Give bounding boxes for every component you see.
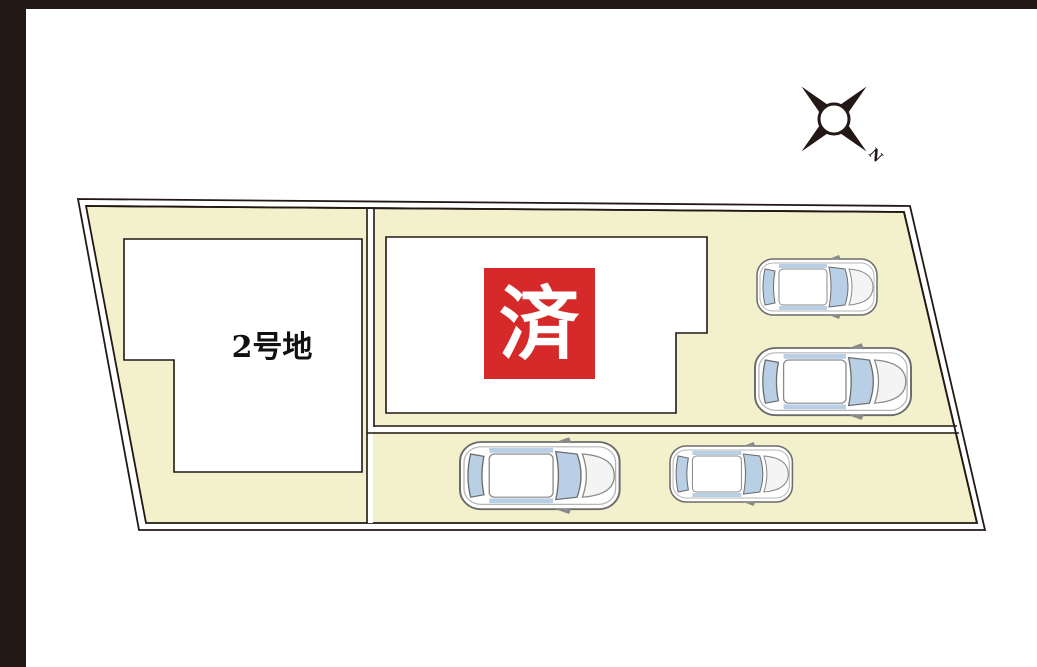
frame-top [0, 0, 1037, 9]
compass-rose-icon [801, 86, 867, 152]
sold-stamp [484, 268, 595, 379]
car-icon [754, 342, 912, 421]
compass-north-label: N [865, 146, 886, 167]
car-icon [459, 436, 621, 515]
car-icon [756, 254, 878, 320]
frame-left [0, 0, 26, 667]
lot-2-building [123, 238, 363, 473]
lot-2-label: 2号地 [232, 330, 313, 365]
sold-stamp-text: 済 [499, 277, 580, 371]
car-icon [669, 441, 794, 507]
